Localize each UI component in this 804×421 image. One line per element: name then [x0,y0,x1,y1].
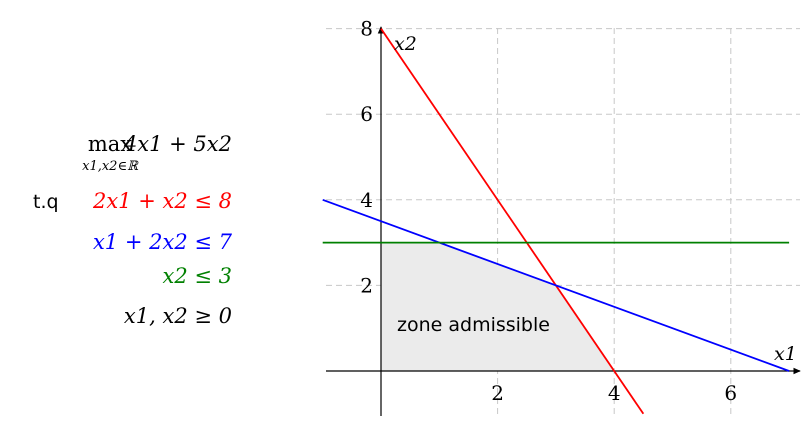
constraint-2: x1 + 2x2 ≤ 7 [93,230,233,254]
problem-formulation: max x1,x2∈ℝ 4x1 + 5x2 t.q 2x1 + x2 ≤ 8 x1… [33,132,233,328]
subject-to-label: t.q [33,191,59,213]
y-tick-label: 4 [360,188,373,212]
x-axis-label: x1 [774,343,797,365]
y-axis-label: x2 [394,33,417,55]
x-tick-label: 6 [724,381,737,405]
constraint-3: x2 ≤ 3 [162,264,232,288]
y-tick-label: 8 [360,17,373,41]
constraint-4: x1, x2 ≥ 0 [124,304,232,328]
objective-subscript: x1,x2∈ℝ [82,159,139,174]
chart-labels: 2 4 6 2 4 6 8 x2 x1 zone admissible [360,17,797,405]
grid [326,28,800,416]
x-tick-label: 4 [608,381,621,405]
constraint-line-2 [322,198,790,372]
feasible-region [381,242,615,371]
y-tick-label: 6 [360,102,373,126]
objective-operator: max [88,132,132,156]
feasible-region-plot: 2 4 6 2 4 6 8 x2 x1 zone admissible [320,0,804,416]
optimization-problem: max x1,x2∈ℝ 4x1 + 5x2 t.q 2x1 + x2 ≤ 8 x1… [0,0,320,416]
constraint-line-1 [380,28,645,415]
constraints-list: 2x1 + x2 ≤ 8 x1 + 2x2 ≤ 7 x2 ≤ 3 x1, x2 ≥ 0 [92,189,233,328]
chart-canvas: 2 4 6 2 4 6 8 x2 x1 zone admissible [322,17,801,416]
objective-expression: 4x1 + 5x2 [123,132,232,156]
constraint-lines [322,28,790,415]
x-tick-label: 2 [491,381,504,405]
constraint-1: 2x1 + x2 ≤ 8 [92,189,232,213]
feasible-region-label: zone admissible [397,314,550,336]
y-tick-label: 2 [360,273,373,297]
